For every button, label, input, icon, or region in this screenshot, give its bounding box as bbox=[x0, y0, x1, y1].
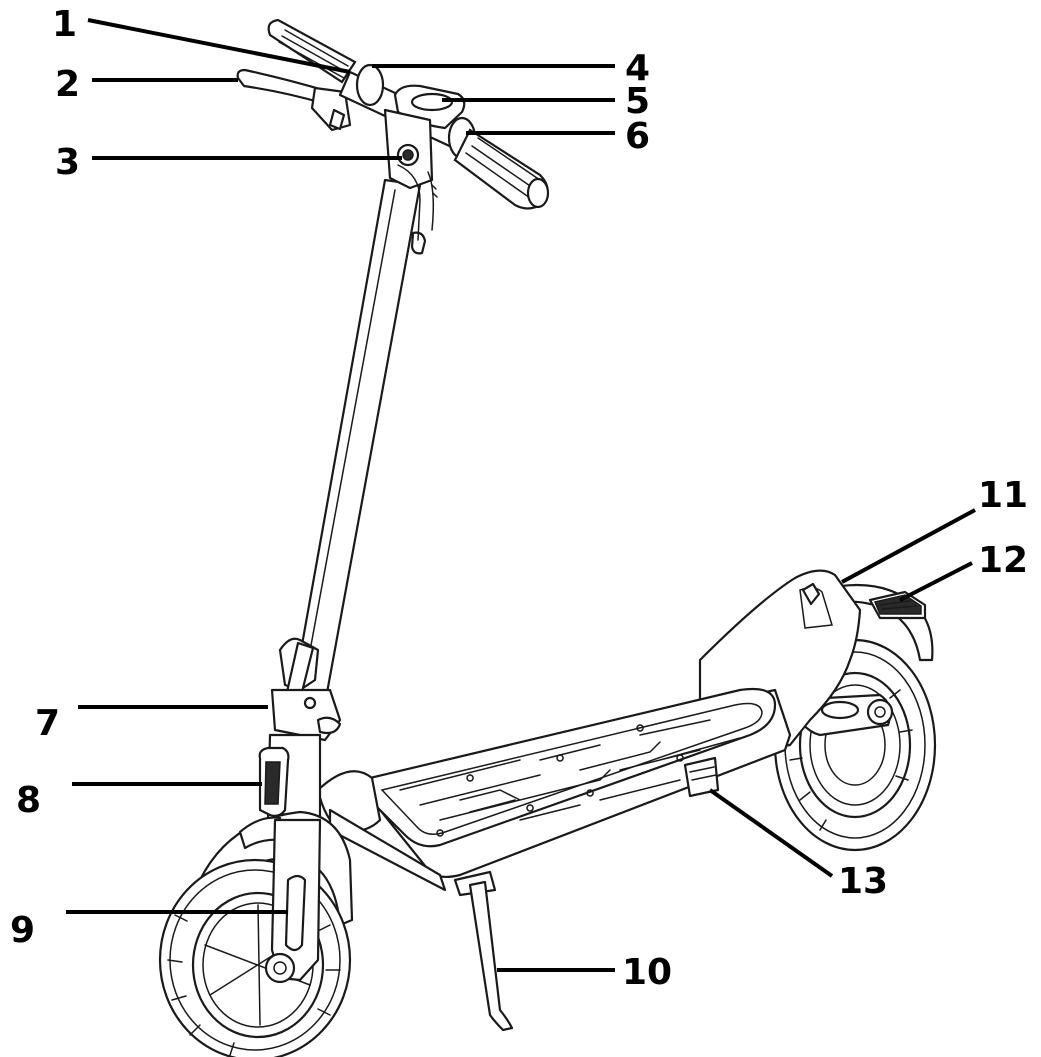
callout-4: 4 bbox=[625, 48, 650, 89]
callout-2: 2 bbox=[55, 64, 80, 105]
handlebar bbox=[236, 18, 550, 241]
callout-8: 8 bbox=[16, 780, 41, 821]
callout-12: 12 bbox=[978, 540, 1028, 581]
frame-neck bbox=[316, 770, 447, 892]
callout-7: 7 bbox=[35, 703, 60, 744]
deck bbox=[368, 569, 862, 879]
callout-13: 13 bbox=[838, 861, 888, 902]
callout-1: 1 bbox=[52, 4, 77, 45]
leader-12 bbox=[899, 561, 973, 602]
leader-lines bbox=[66, 18, 976, 972]
folding-mechanism bbox=[270, 637, 342, 742]
rear-fender bbox=[818, 583, 934, 662]
callout-6: 6 bbox=[625, 116, 650, 157]
front-wheel bbox=[158, 818, 352, 1057]
callout-11: 11 bbox=[978, 475, 1028, 516]
callout-10: 10 bbox=[622, 952, 672, 993]
leader-1 bbox=[87, 18, 351, 74]
callout-3: 3 bbox=[55, 142, 80, 183]
callout-labels: 1 2 3 4 5 6 7 8 9 10 11 12 13 bbox=[10, 4, 1028, 993]
kickstand bbox=[453, 870, 514, 1032]
head-tube bbox=[258, 733, 322, 822]
leader-11 bbox=[841, 508, 976, 584]
leader-13 bbox=[708, 788, 834, 878]
callout-5: 5 bbox=[625, 81, 650, 122]
stem-tube bbox=[288, 178, 427, 722]
callout-9: 9 bbox=[10, 910, 35, 951]
